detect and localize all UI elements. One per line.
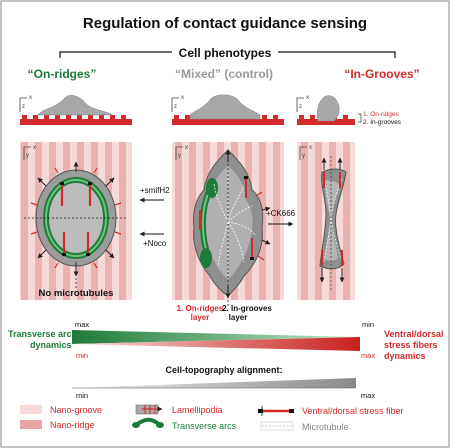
cell-on-ridges	[24, 161, 128, 288]
cell-profile-on-ridges	[37, 95, 114, 116]
alignment-bar	[72, 378, 356, 388]
phenotype-header-bg	[172, 44, 278, 60]
svg-text:x: x	[309, 145, 312, 151]
cell-profile-in-grooves	[316, 95, 340, 122]
side-view-in-grooves: x z 1. On-ridges 2. In-grooves	[296, 95, 402, 126]
svg-text:z: z	[22, 104, 25, 110]
legend-nano-groove: Nano-groove	[50, 405, 102, 415]
layer-legend-on-ridges: 1. On-ridges	[363, 111, 400, 118]
treatment-arrow-right: +CK666	[266, 209, 296, 227]
transverse-arcs-gradient: Transverse arcs dynamics max min min max…	[8, 320, 444, 361]
stress-max: max	[361, 351, 375, 360]
legend-lamellipodia: Lamellipodia	[172, 405, 223, 415]
svg-text:x: x	[185, 145, 188, 151]
svg-text:y: y	[302, 153, 305, 159]
transverse-label-2: dynamics	[30, 340, 72, 350]
layer-legend-in-grooves: 2. In-grooves	[363, 119, 402, 126]
axis-marks-top: x y x y x y	[23, 145, 312, 160]
svg-text:x: x	[29, 95, 32, 101]
legend-stress-fiber-icon	[258, 406, 294, 416]
stress-label-1: Ventral/dorsal	[384, 329, 444, 339]
svg-text:z: z	[299, 104, 302, 110]
stress-bar	[72, 337, 360, 351]
cell-mixed	[193, 149, 271, 306]
stress-min: min	[362, 320, 374, 329]
phenotype-in-grooves: “In-Grooves”	[344, 67, 419, 81]
legend: Nano-groove Nano-ridge Lamellipodia Tran…	[20, 404, 404, 432]
layer-labels: 1. On-ridges layer 2. In-grooves layer	[177, 304, 273, 322]
svg-text:y: y	[178, 153, 181, 159]
legend-lamellipodia-icon	[135, 404, 163, 415]
treatment-ck666: +CK666	[266, 209, 296, 218]
legend-transverse-arcs-icon	[132, 417, 164, 428]
alignment-max: max	[361, 391, 375, 400]
treatment-noco: +Noco	[143, 239, 167, 248]
layer-label-in-grooves-line1: 2. In-grooves	[222, 304, 272, 313]
svg-text:z: z	[174, 104, 177, 110]
figure-title: Regulation of contact guidance sensing	[83, 15, 367, 32]
no-microtubules-label: No microtubules	[39, 288, 114, 299]
phenotypes-header: Cell phenotypes	[179, 46, 272, 60]
phenotype-on-ridges: “On-ridges”	[28, 67, 97, 81]
legend-nano-ridge: Nano-ridge	[50, 420, 95, 430]
transverse-label-1: Transverse arcs	[8, 329, 77, 339]
legend-swatch-groove	[20, 405, 42, 414]
phenotype-mixed: “Mixed” (control)	[175, 67, 273, 81]
cell-profile-mixed	[189, 94, 261, 120]
transverse-max: max	[75, 320, 89, 329]
svg-text:x: x	[33, 145, 36, 151]
svg-text:y: y	[26, 153, 29, 159]
legend-microtubule: Microtubule	[302, 422, 349, 432]
stress-label-3: dynamics	[384, 351, 426, 361]
legend-swatch-ridge	[20, 420, 42, 429]
alignment-label: Cell-topography alignment:	[166, 365, 283, 375]
treatment-arrows-left: +smifH2 +Noco	[139, 186, 170, 248]
cell-in-grooves	[319, 156, 347, 290]
alignment-min: min	[76, 391, 88, 400]
legend-transverse-arcs: Transverse arcs	[172, 421, 237, 431]
side-view-on-ridges: x z	[19, 95, 132, 125]
layer-label-on-ridges-line2: layer	[191, 313, 210, 322]
svg-text:x: x	[181, 95, 184, 101]
treatment-smifh2: +smifH2	[140, 186, 170, 195]
layer-label-in-grooves-line2: layer	[229, 313, 248, 322]
side-view-mixed: x z	[171, 94, 284, 125]
legend-stress-fiber: Ventral/dorsal stress fiber	[302, 406, 404, 416]
stress-label-2: stress fibers	[384, 340, 438, 350]
transverse-bar	[72, 330, 356, 344]
layer-label-on-ridges-line1: 1. On-ridges	[177, 304, 224, 313]
legend-microtubule-icon	[260, 421, 294, 431]
alignment-gradient: Cell-topography alignment: min max	[72, 365, 375, 400]
svg-text:x: x	[306, 95, 309, 101]
transverse-min: min	[76, 351, 88, 360]
